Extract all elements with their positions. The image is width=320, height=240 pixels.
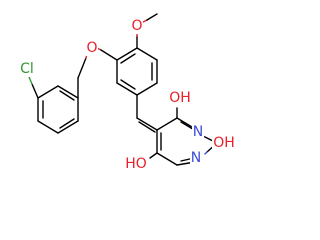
methoxyphenyl-ring <box>116 47 158 96</box>
methoxy-methyl-bond-carbon <box>146 13 158 21</box>
svg-text:N: N <box>193 124 203 140</box>
svg-text:N: N <box>191 150 201 166</box>
chlorine-label: Cl <box>17 61 39 77</box>
hydroxyl-top-label: OH <box>167 90 191 106</box>
pyrimidine-ring <box>156 117 218 166</box>
ch-c5-double-bond-a <box>136 117 158 131</box>
svg-text:Cl: Cl <box>20 61 34 77</box>
svg-text:OH: OH <box>213 135 235 151</box>
methoxy-oxygen-label: O <box>131 18 143 34</box>
nitrogen-bottom-label: N <box>190 150 202 166</box>
hydroxyl-bottom-label: HO <box>124 156 148 172</box>
svg-text:O: O <box>86 40 97 56</box>
ether-oxygen-label: O <box>86 40 98 56</box>
chlorophenyl-ring <box>37 85 79 134</box>
chemical-structure-diagram: Cl O O OH N OH N HO <box>17 13 236 172</box>
c6-oh-bond <box>149 152 158 159</box>
nitrogen-top-label: N <box>192 124 204 140</box>
o-ring-bond-carbon <box>100 49 118 61</box>
svg-text:OH: OH <box>169 90 191 106</box>
c-cl-bond <box>31 83 39 99</box>
ch-c5-double-bond-b <box>138 121 156 133</box>
svg-text:O: O <box>131 18 142 34</box>
methoxy-methyl-bond <box>142 19 148 23</box>
ch2-o-bond <box>77 57 87 79</box>
svg-text:HO: HO <box>125 156 147 172</box>
c-cl-bond-colored <box>28 76 33 85</box>
hydroxyl-right-label: OH <box>212 135 236 151</box>
